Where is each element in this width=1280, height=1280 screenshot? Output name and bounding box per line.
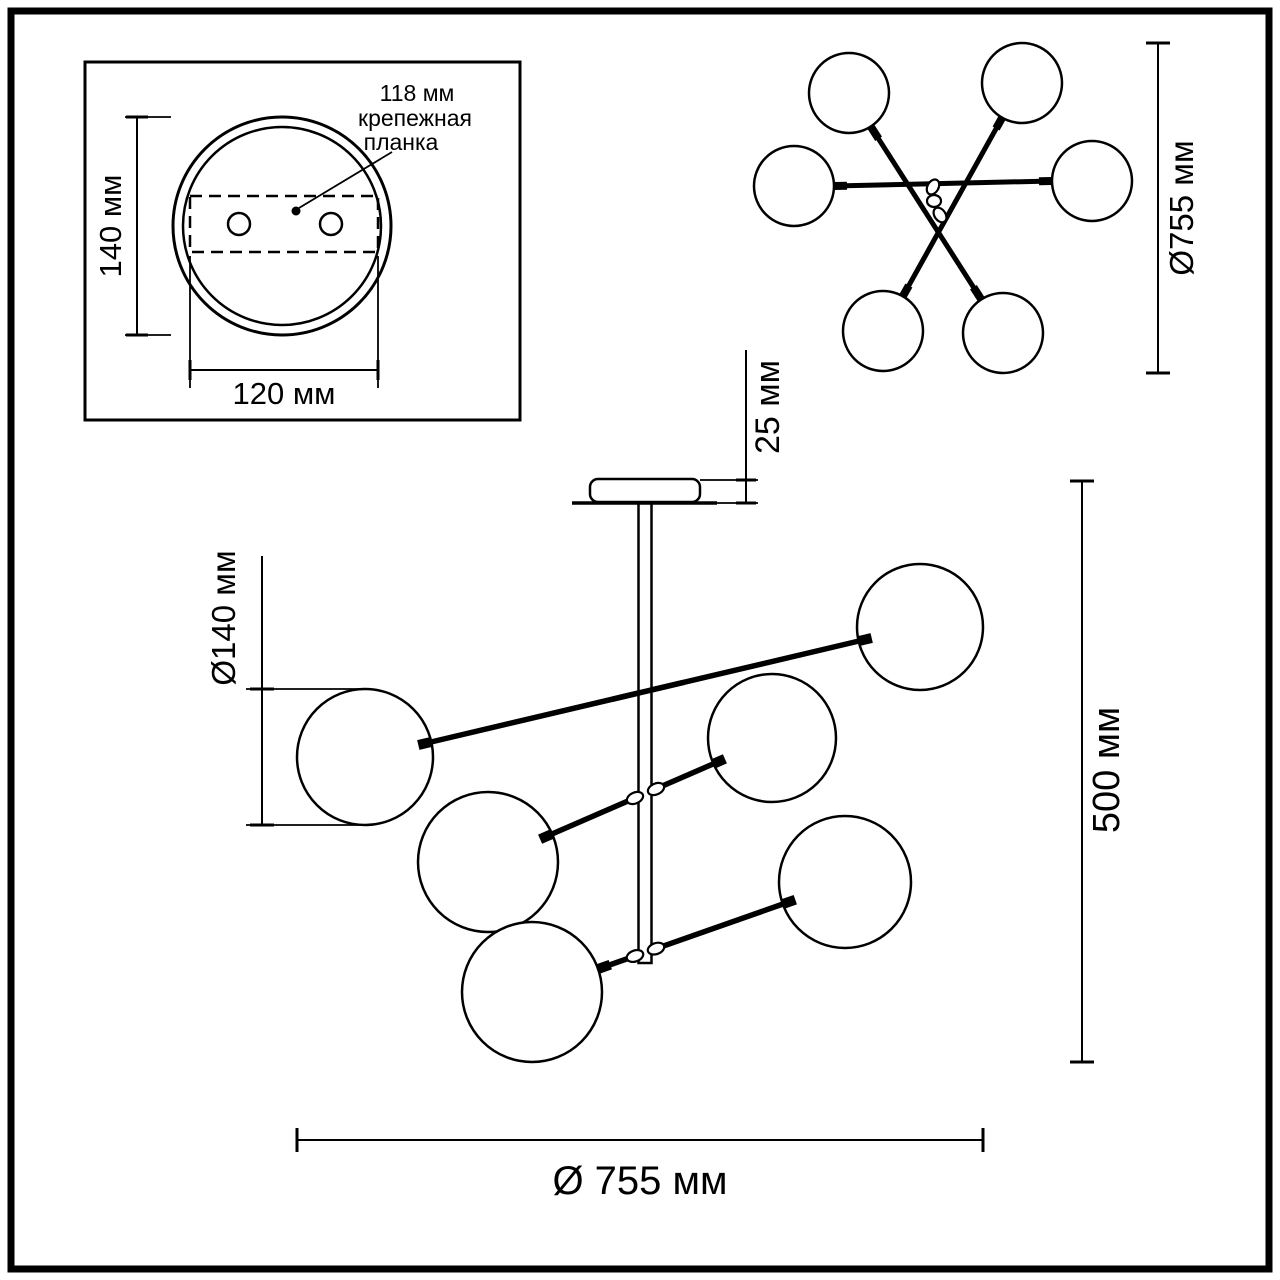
globe-fitting [596,959,612,974]
top-view-globe [980,41,1064,125]
globe-fitting [867,124,882,141]
globe-fitting [857,633,873,646]
top-view-globe [752,144,836,228]
stem [637,501,653,965]
top-view-rod-horizontal [833,178,1053,189]
dim-label-canopy-height: 25 мм [749,360,787,454]
dim-label-top-diameter: Ø755 мм [1163,140,1200,275]
globe-fitting [992,116,1006,131]
top-view-rod-diagonal-2 [900,116,1005,298]
top-view-globe [841,289,925,373]
globe-fitting [710,754,727,769]
callout-value-label: 118 мм [380,80,455,106]
dim-label-plate-height: 140 мм [93,175,128,278]
side-view-globe [416,790,560,934]
stem-clamp [646,781,666,797]
hub-clamp [932,206,948,224]
globe-fitting [899,283,913,298]
arm-rod-bottom [597,901,784,972]
detail-box [83,60,522,422]
screw-hole-left [226,211,252,237]
globe-fitting [538,829,555,844]
dim-label-total-diameter: Ø 755 мм [552,1159,727,1203]
side-view: 25 мм Ø140 мм 500 мм Ø 755 мм [205,350,1128,1203]
side-view-globe [706,672,838,804]
mounting-bar-dashed [188,194,380,254]
top-view-globe [807,51,891,135]
globe-fitting [417,737,433,750]
ceiling-canopy [588,477,702,504]
dim-label-globe-diameter: Ø140 мм [205,550,242,685]
globe-fitting [970,285,985,302]
top-view-globe [961,291,1045,375]
detail-view: 118 мм крепежная планка 140 мм 120 мм [83,60,522,422]
side-view-globe [855,562,985,692]
side-view-globe [460,920,604,1064]
page-border [7,7,1273,1273]
stem-clamp [646,941,666,956]
hub-clamp [925,193,943,209]
side-view-globe [295,687,435,827]
dim-label-holes-width: 120 мм [233,376,336,411]
arm-rod-top-front [611,679,685,702]
side-view-globe [777,814,913,950]
stem-clamp [625,948,645,964]
dim-label-total-height: 500 мм [1086,707,1128,833]
plate-outer-circle [171,115,393,337]
screw-hole-right [318,211,344,237]
stem-clamp [625,790,645,806]
top-view-globe [1050,139,1134,223]
plate-inner-circle [181,125,383,327]
globe-fitting [781,894,797,909]
top-view-rod-diagonal-1 [868,125,984,301]
hub-clamp [925,178,941,196]
callout-text-line2: крепежная [358,105,472,131]
top-view: Ø755 мм [752,41,1200,375]
callout-leader-line [298,151,393,209]
callout-dot [291,206,301,216]
callout-text-line3: планка [364,129,439,155]
